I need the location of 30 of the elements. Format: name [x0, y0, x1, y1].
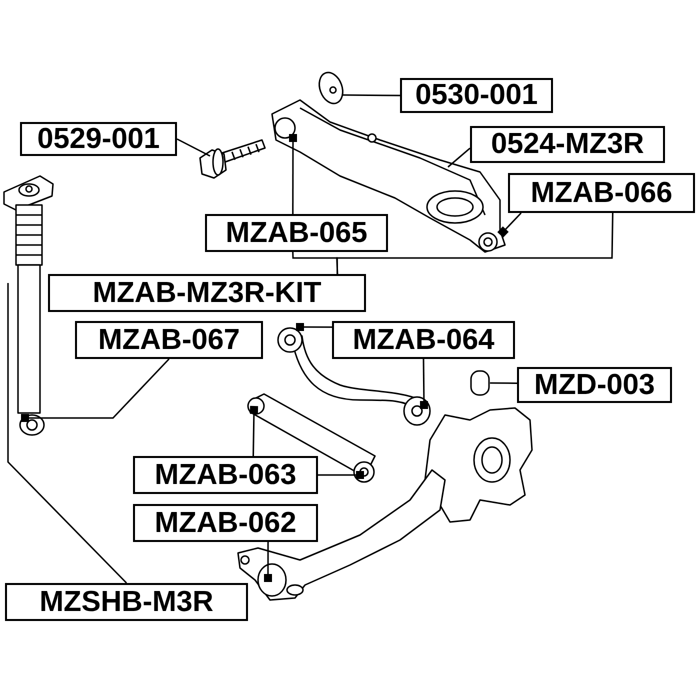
leader-line [448, 148, 470, 168]
leader-line [318, 471, 364, 479]
part-number-label: 0524-MZ3R [470, 126, 665, 163]
part-number-label: MZD-003 [517, 367, 672, 403]
part-number-label: MZAB-MZ3R-KIT [48, 274, 366, 312]
leader-line [343, 94, 400, 96]
part-number-label: 0529-001 [20, 122, 177, 156]
leader-line [490, 382, 517, 384]
bump-stop [470, 370, 490, 396]
leader-line [250, 406, 258, 456]
leader-line [296, 323, 332, 331]
part-number-label: 0530-001 [400, 78, 553, 113]
part-number-label: MZAB-062 [133, 504, 318, 542]
leader-line [21, 358, 170, 422]
leader-line [264, 542, 272, 582]
bolt-drawing [199, 139, 266, 179]
washer-drawing [318, 72, 344, 104]
shock-absorber-drawing [3, 175, 54, 436]
leader-line [336, 212, 614, 274]
part-number-label: MZAB-063 [133, 456, 318, 494]
leader-line [420, 359, 428, 410]
leader-line [176, 138, 210, 157]
part-number-label: MZAB-066 [508, 173, 695, 213]
leader-line [7, 283, 128, 584]
leader-line [289, 134, 297, 214]
part-number-label: MZAB-064 [332, 321, 515, 359]
part-number-label: MZSHB-M3R [5, 583, 248, 621]
part-number-label: MZAB-067 [75, 321, 263, 359]
leader-line [497, 212, 522, 238]
part-number-label: MZAB-065 [205, 214, 388, 252]
